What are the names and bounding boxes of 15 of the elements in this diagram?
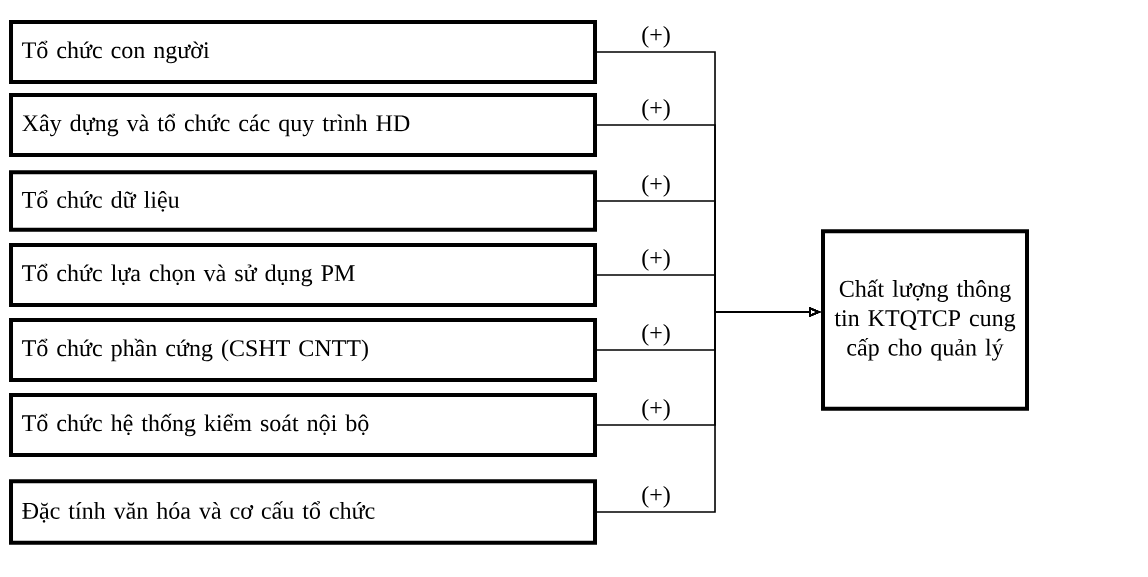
factor-box: Tổ chức dữ liệu xyxy=(9,170,597,232)
edge-label: (+) xyxy=(639,24,673,50)
edge-label: (+) xyxy=(639,397,673,423)
edge-label: (+) xyxy=(639,484,673,510)
factor-box: Xây dựng và tổ chức các quy trình HD xyxy=(9,93,597,157)
edge-label: (+) xyxy=(639,247,673,273)
factor-box: Tổ chức con người xyxy=(9,20,597,84)
result-box: Chất lượng thông tin KTQTCP cung cấp cho quản lý xyxy=(821,229,1029,411)
factor-box: Tổ chức lựa chọn và sử dụng PM xyxy=(9,243,597,307)
edge-label: (+) xyxy=(639,173,673,199)
factor-box: Đặc tính văn hóa và cơ cấu tổ chức xyxy=(9,479,597,545)
factor-box: Tổ chức phần cứng (CSHT CNTT) xyxy=(9,318,597,382)
edge-label: (+) xyxy=(639,97,673,123)
edge-label: (+) xyxy=(639,322,673,348)
factor-box: Tổ chức hệ thống kiểm soát nội bộ xyxy=(9,393,597,457)
